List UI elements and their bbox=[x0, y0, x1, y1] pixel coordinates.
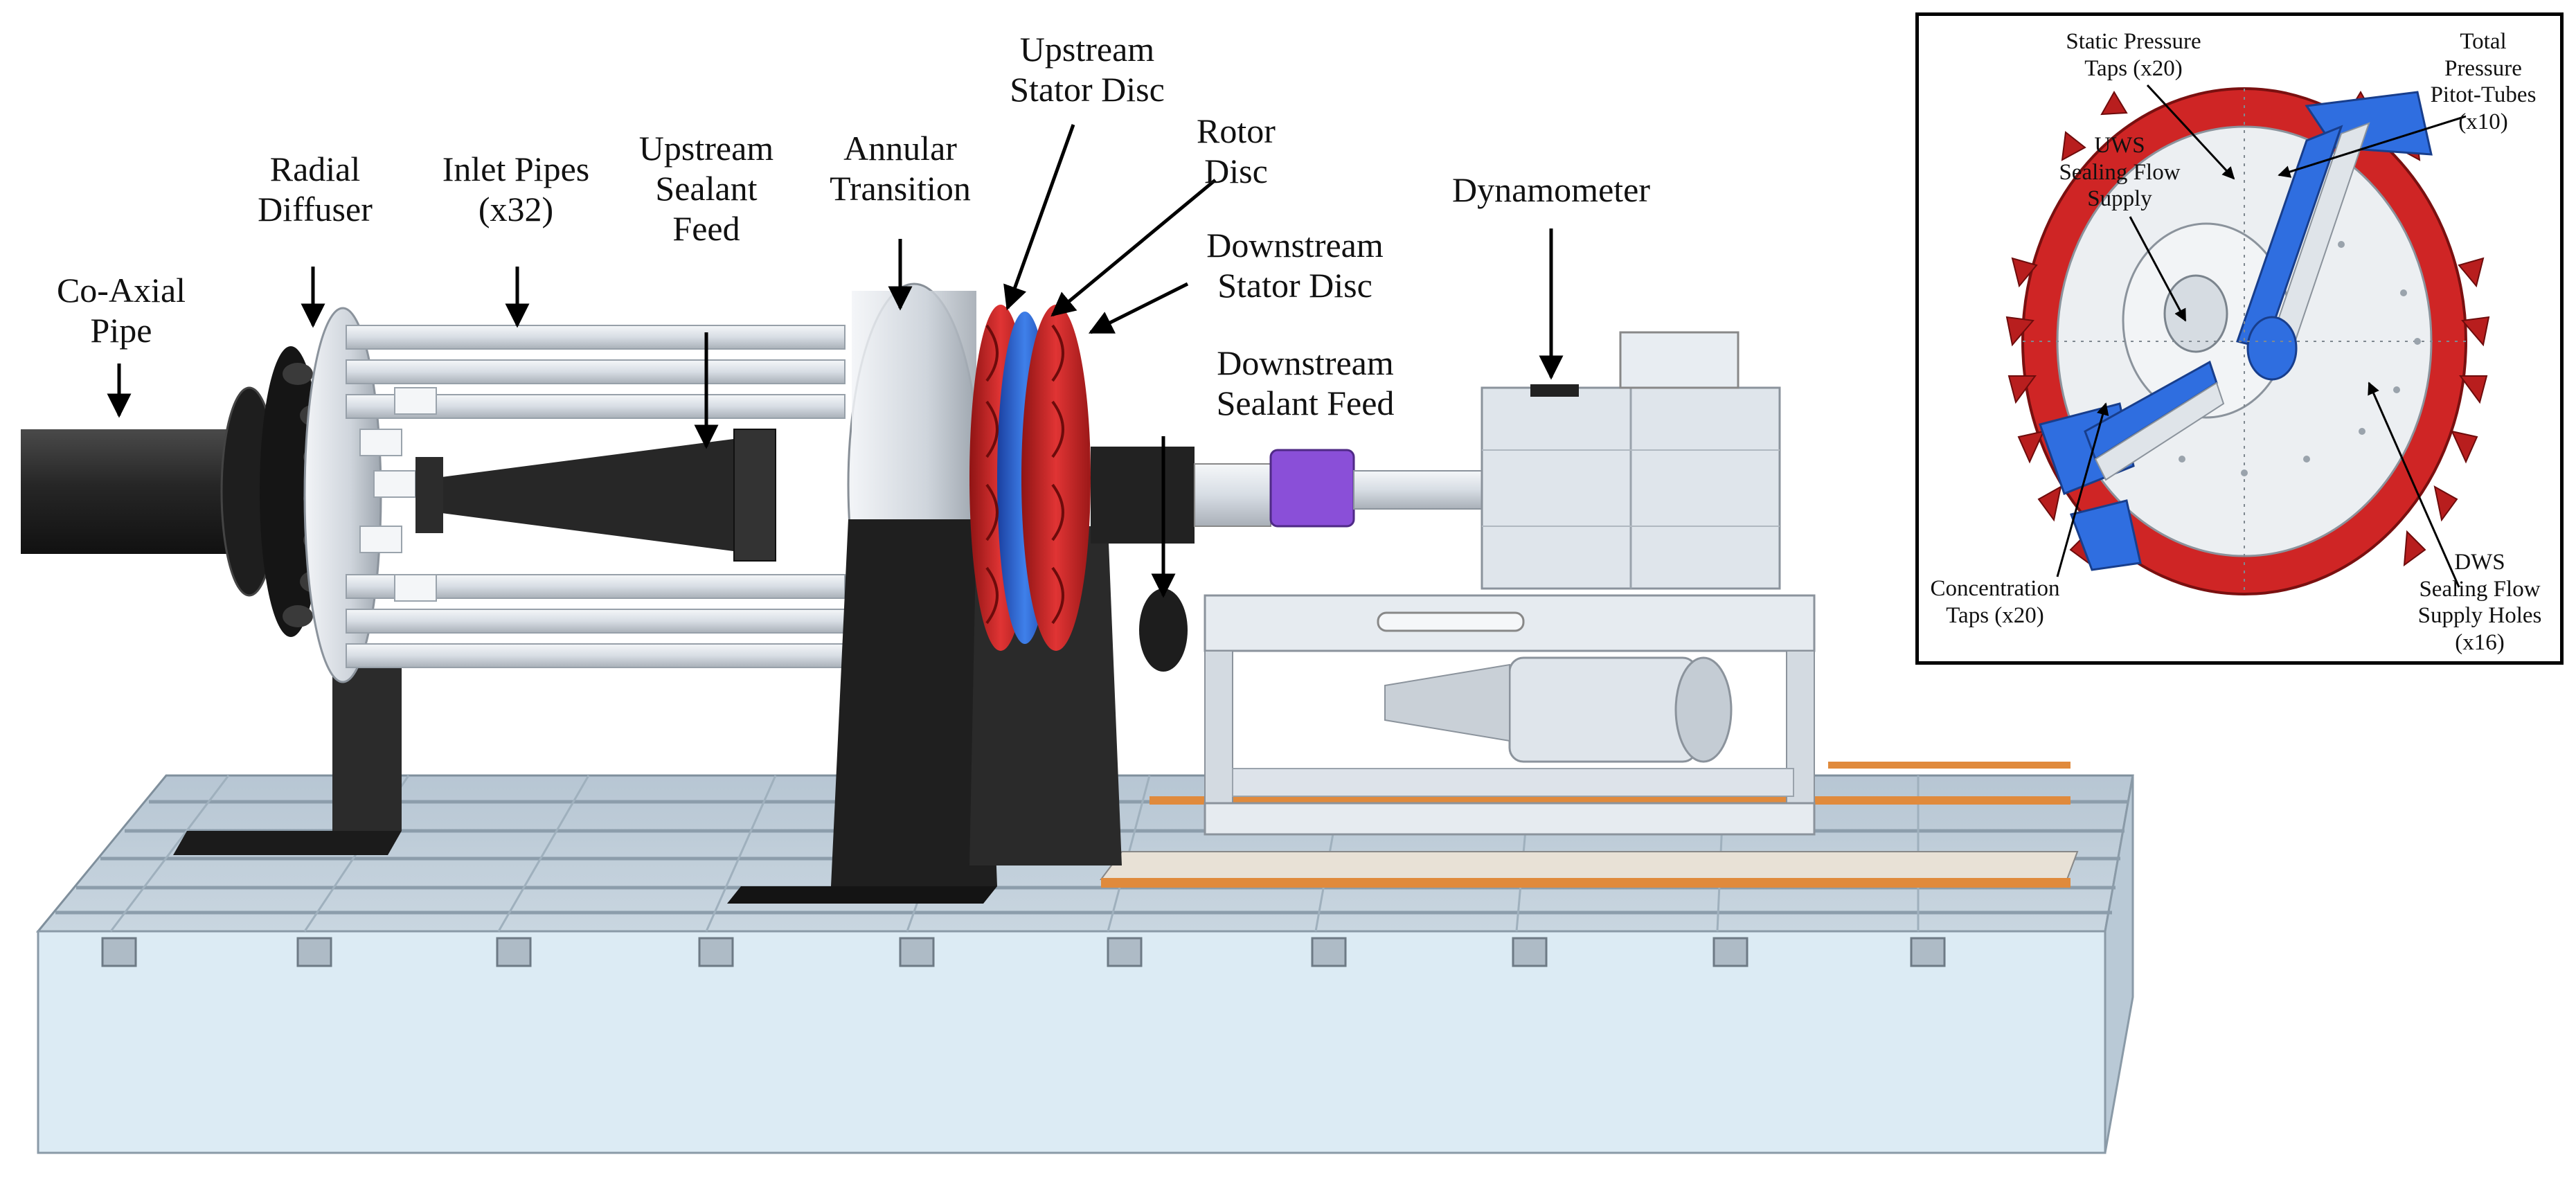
dynamometer-assembly bbox=[1204, 331, 1816, 836]
coaxial-pipe bbox=[21, 346, 334, 637]
orange-rails bbox=[1100, 762, 2079, 888]
diffuser-stand bbox=[173, 665, 402, 855]
test-section-discs bbox=[969, 305, 1091, 651]
inlet-pipes-label: Inlet Pipes(x32) bbox=[442, 150, 590, 228]
stator-disc-detail-drawing bbox=[2005, 84, 2490, 595]
inlet-pipe-cage bbox=[303, 307, 846, 683]
drive-shaft bbox=[1091, 447, 1500, 672]
dynamometer-label: Dynamometer bbox=[1451, 170, 1650, 209]
label-arrows bbox=[107, 124, 1564, 598]
